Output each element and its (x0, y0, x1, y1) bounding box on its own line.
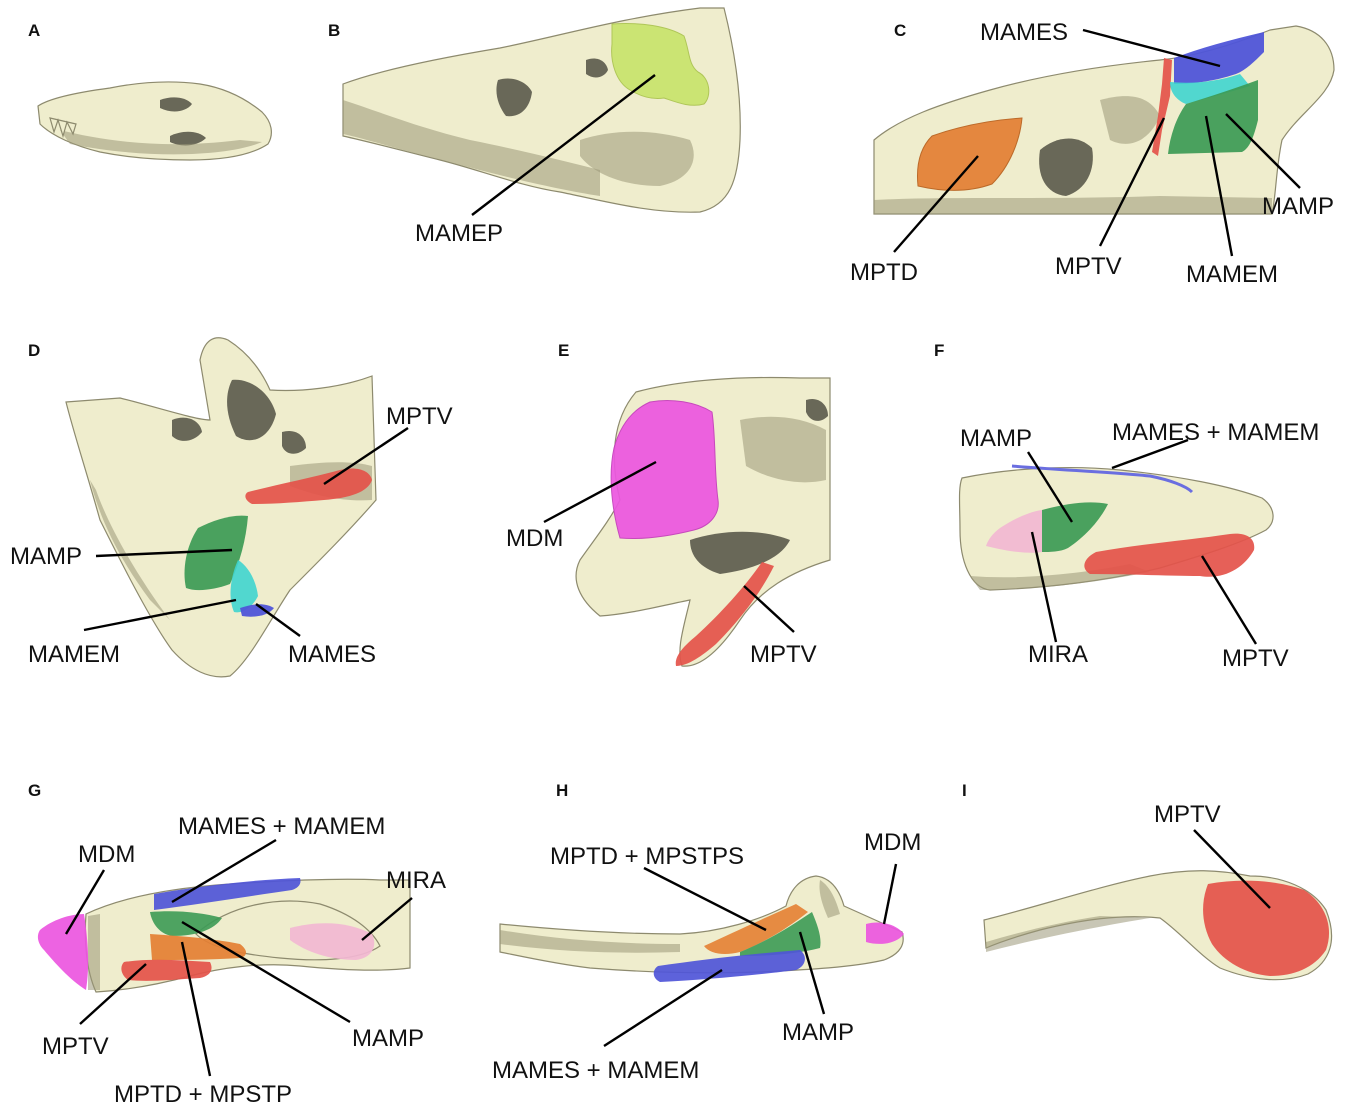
muscle-mptv (121, 960, 211, 981)
label-mames-mamem: MAMES + MAMEM (1112, 419, 1319, 446)
label-mptv: MPTV (1055, 253, 1122, 280)
panel-c: C MAMES MPTD MPTV MAMEM MAMP (850, 19, 1334, 288)
label-mptd-mpstps: MPTD + MPSTPS (550, 843, 744, 870)
label-mames-mamem: MAMES + MAMEM (178, 813, 385, 840)
panel-letter-a: A (28, 21, 40, 40)
panel-letter-f: F (934, 341, 944, 360)
label-mdm: MDM (864, 829, 921, 856)
panel-letter-d: D (28, 341, 40, 360)
label-mdm: MDM (78, 841, 135, 868)
label-mamp: MAMP (960, 425, 1032, 452)
panel-letter-b: B (328, 21, 340, 40)
label-mamem: MAMEM (1186, 261, 1278, 288)
panel-letter-c: C (894, 21, 906, 40)
label-mamem: MAMEM (28, 641, 120, 668)
panel-d: D MPTV MAMP MAMEM MAMES (10, 338, 453, 677)
leader-line (884, 864, 896, 924)
label-mamp: MAMP (1262, 193, 1334, 220)
label-mames: MAMES (288, 641, 376, 668)
label-mptv: MPTV (42, 1033, 109, 1060)
label-mamp: MAMP (782, 1019, 854, 1046)
label-mptd: MPTD (850, 259, 918, 286)
label-mames-mamem: MAMES + MAMEM (492, 1057, 699, 1084)
muscle-mdm (611, 400, 718, 538)
panel-h: H MDM MPTD + MPSTPS MAMP MAMES + MAMEM (492, 781, 921, 1084)
panel-letter-h: H (556, 781, 568, 800)
label-mptv: MPTV (1154, 801, 1221, 828)
panel-i: I MPTV (962, 781, 1332, 980)
label-mames: MAMES (980, 19, 1068, 46)
label-mptv: MPTV (1222, 645, 1289, 672)
panel-f: F MAMP MAMES + MAMEM MIRA MPTV (934, 341, 1319, 672)
leader-line (744, 586, 794, 632)
label-mamp: MAMP (352, 1025, 424, 1052)
label-mamp: MAMP (10, 543, 82, 570)
skull-ventral-oblique-view (66, 338, 376, 677)
panel-a: A (28, 21, 271, 160)
label-mira: MIRA (1028, 641, 1088, 668)
panel-e: E MDM MPTV (506, 341, 830, 668)
label-mdm: MDM (506, 525, 563, 552)
label-mptd-mpstp: MPTD + MPSTP (114, 1081, 292, 1108)
panel-letter-i: I (962, 781, 967, 800)
panel-letter-g: G (28, 781, 41, 800)
leader-line (644, 868, 766, 930)
mandible-lateral-view (500, 876, 903, 973)
panel-g: G MAMES + MAMEM MDM MIRA MAMP MPTV MPTD … (28, 781, 446, 1108)
label-mamep: MAMEP (415, 220, 503, 247)
panel-b: B MAMEP (328, 8, 740, 247)
skull-lateral-view (38, 82, 271, 160)
panel-letter-e: E (558, 341, 569, 360)
label-mira: MIRA (386, 867, 446, 894)
label-mptv: MPTV (386, 403, 453, 430)
muscle-mdm (38, 914, 88, 990)
label-mptv: MPTV (750, 641, 817, 668)
